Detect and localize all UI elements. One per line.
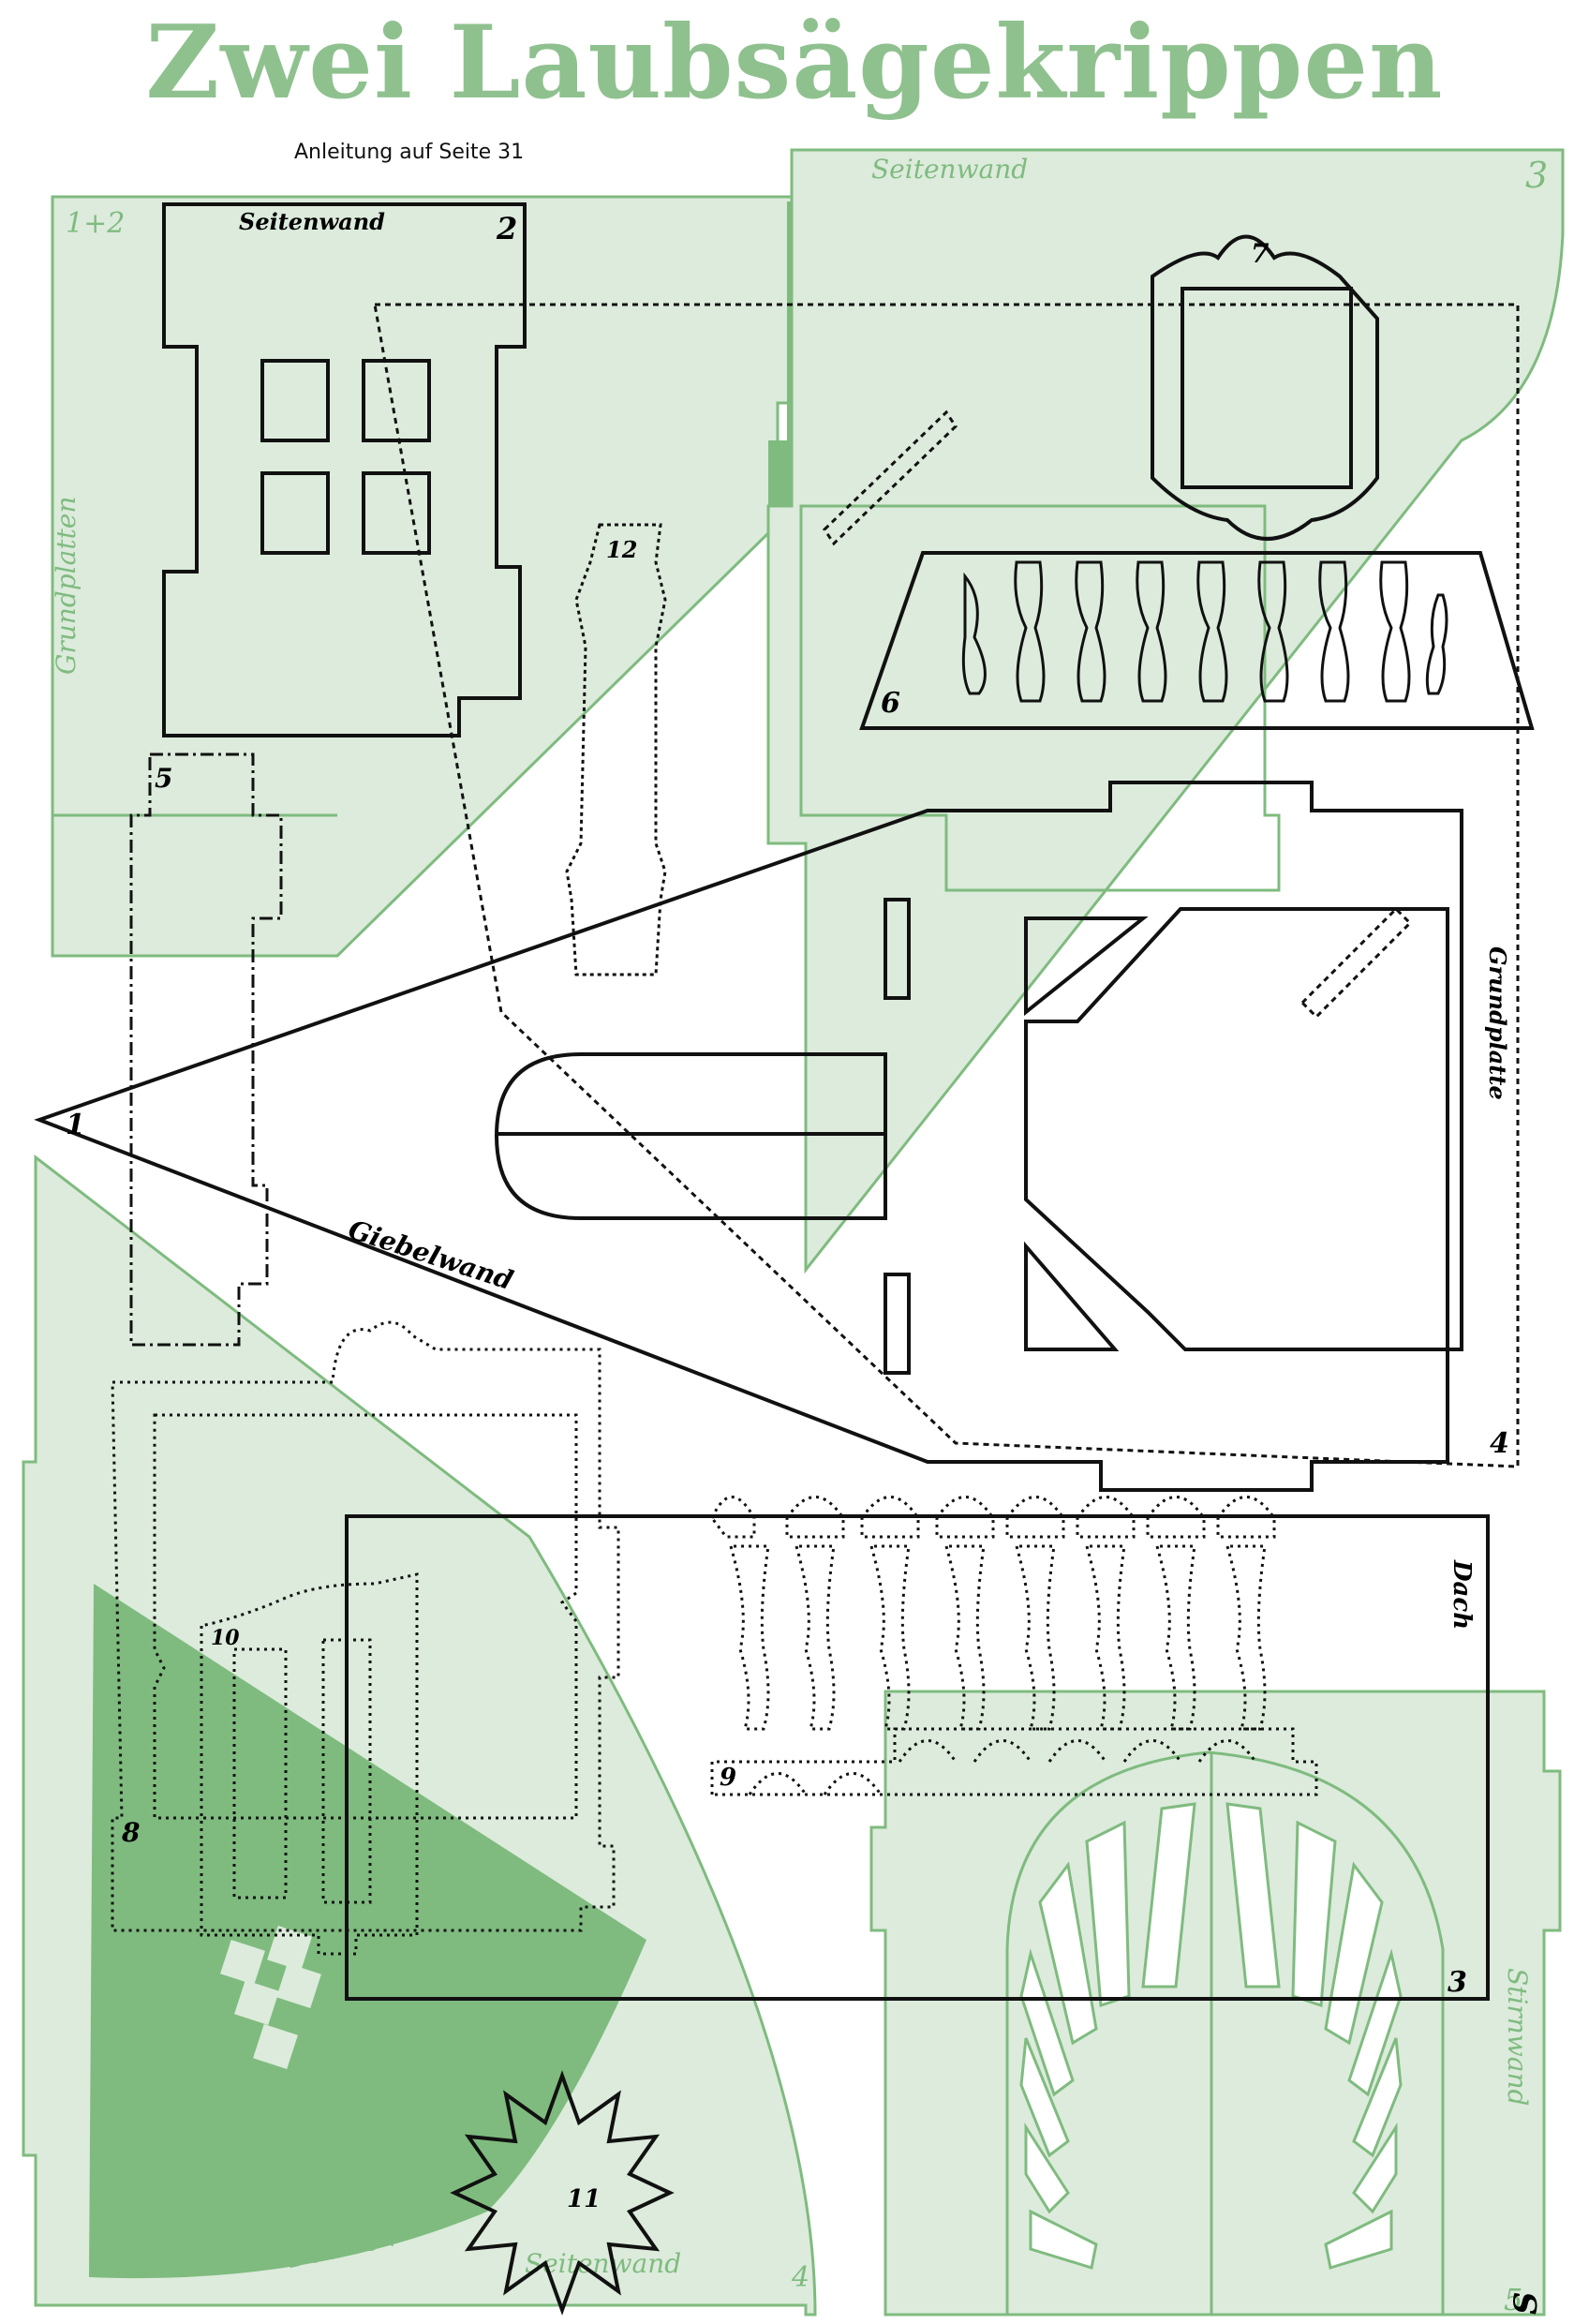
piece-9-balusters: [710, 1496, 1318, 1796]
subtitle: Anleitung auf Seite 31: [294, 141, 525, 164]
green-number-3: 3: [1525, 155, 1548, 196]
corner-mark: S: [1507, 2291, 1545, 2315]
number-11: 11: [567, 2185, 601, 2213]
green-piece-3-seitenwand: [766, 148, 1565, 1274]
piece-1-giebelwand: [34, 781, 1463, 1492]
piece-7-frame: [1151, 234, 1379, 541]
label-giebelwand: Giebelwand: [345, 1214, 517, 1296]
green-piece-1-2-grundplatten: [51, 195, 817, 958]
green-label-grundplatten: Grundplatten: [51, 497, 82, 675]
label-seitenwand-2: Seitenwand: [239, 208, 385, 235]
piece-8-dotted-frame: [111, 1320, 620, 1932]
green-label-seitenwand-3: Seitenwand: [871, 154, 1028, 185]
green-number-4: 4: [791, 2261, 809, 2294]
number-6: 6: [881, 687, 900, 720]
number-7: 7: [1251, 238, 1270, 269]
piece-11-star: [450, 2070, 675, 2316]
piece-2-seitenwand: [162, 202, 527, 737]
number-9: 9: [720, 1764, 736, 1792]
piece-6-railing: [859, 551, 1535, 730]
number-8: 8: [121, 1817, 140, 1848]
number-5: 5: [155, 763, 172, 794]
number-4: 4: [1490, 1427, 1509, 1460]
piece-3-dach: [345, 1514, 1490, 2001]
green-number-5: 5: [1504, 2282, 1522, 2317]
green-label-stirnwand: Stirnwand: [1502, 1968, 1533, 2106]
number-10: 10: [211, 1626, 240, 1650]
piece-4-grundplatte-dashed: [373, 303, 1520, 1468]
number-2: 2: [496, 211, 517, 246]
number-12: 12: [606, 536, 637, 563]
piece-5-dashdot: [129, 752, 283, 1347]
label-dach: Dach: [1448, 1559, 1476, 1630]
page-title: Zwei Laubsägekrippen: [145, 4, 1444, 122]
number-3: 3: [1448, 1966, 1467, 1999]
green-piece-5-stirnwand: [869, 1690, 1562, 2317]
label-grundplatte: Grundplatte: [1484, 946, 1511, 1100]
green-label-1-2: 1+2: [66, 207, 125, 240]
number-1: 1: [66, 1109, 85, 1141]
